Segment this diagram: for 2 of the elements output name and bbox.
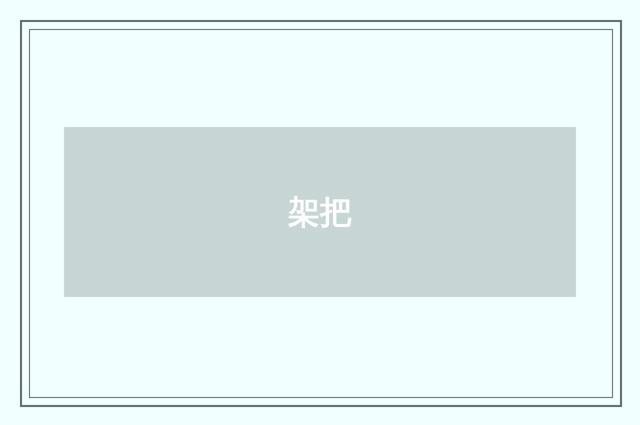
banner-text: 架把 (288, 192, 352, 233)
title-banner (64, 127, 576, 297)
